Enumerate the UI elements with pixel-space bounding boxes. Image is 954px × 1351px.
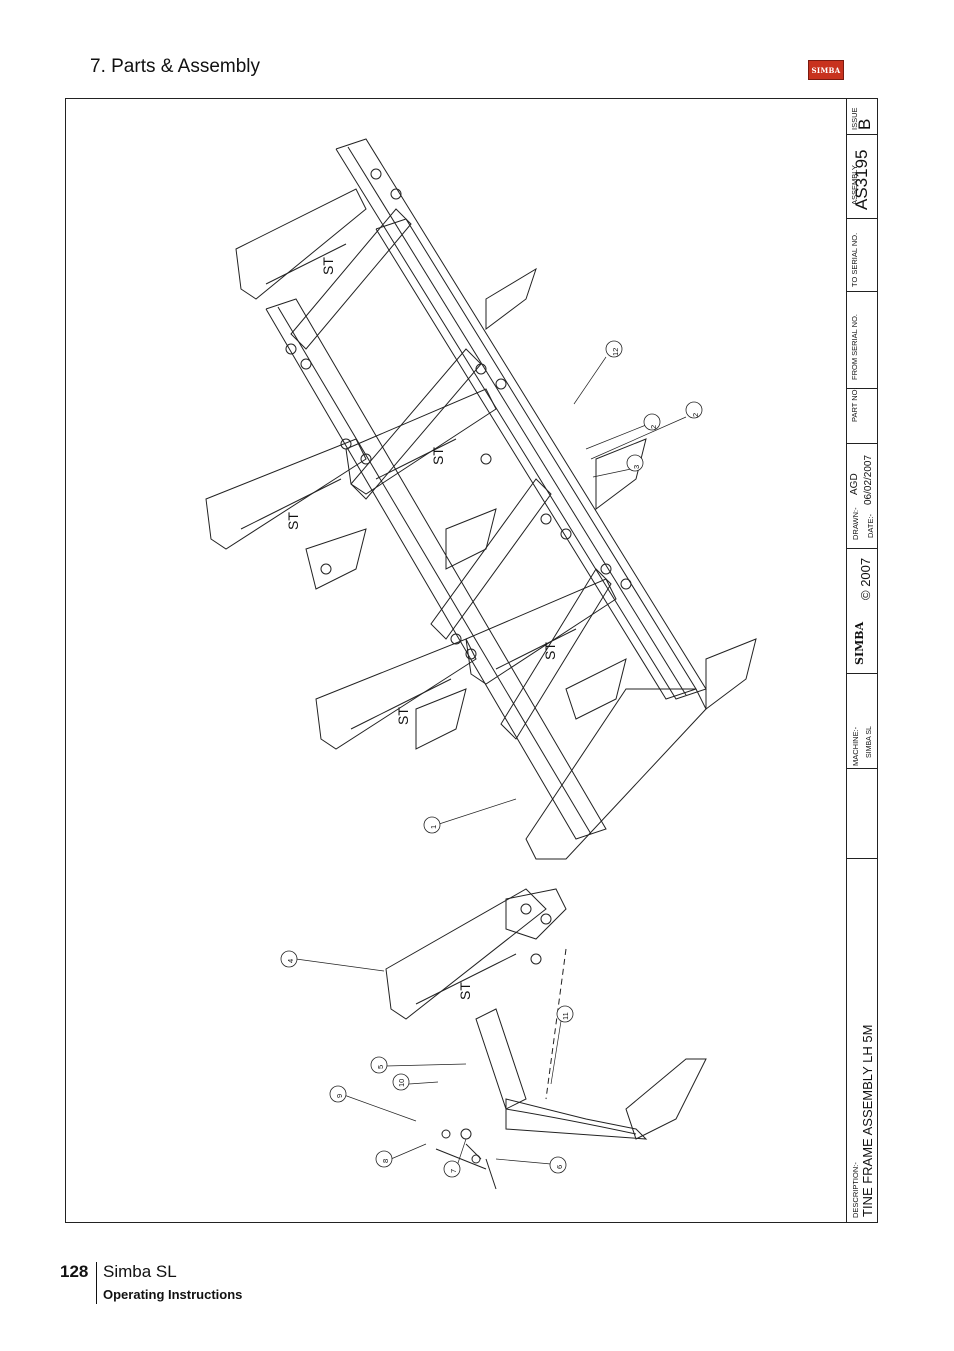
simba-logo: SIMBA xyxy=(808,60,844,80)
machine-value: SIMBA SL xyxy=(866,726,873,758)
title-block xyxy=(846,98,878,1223)
callout-12: 12 xyxy=(611,347,620,356)
tine-label: ST xyxy=(320,257,336,275)
leader-lines xyxy=(295,356,687,1170)
footer-subtitle: Operating Instructions xyxy=(103,1287,243,1302)
drawn-value: AGD xyxy=(849,473,860,495)
description-label: DESCRIPTION:- xyxy=(851,1162,860,1218)
footer-model: Simba SL xyxy=(103,1262,177,1281)
exploded-tine-assembly xyxy=(385,888,707,1190)
callout-circles xyxy=(280,340,703,1178)
part-no-label: PART NO. xyxy=(850,387,859,422)
callout-8: 8 xyxy=(381,1158,390,1163)
footer-divider xyxy=(96,1262,97,1304)
tine-label: ST xyxy=(285,512,301,530)
callout-7: 7 xyxy=(449,1168,458,1173)
section-title: 7. Parts & Assembly xyxy=(90,56,261,77)
description-value: TINE FRAME ASSEMBLY LH 5M xyxy=(860,1024,875,1217)
callout-2a: 2 xyxy=(649,424,658,429)
callout-3: 3 xyxy=(632,464,641,469)
assembly-value: AS3195 xyxy=(852,149,871,211)
callout-2b: 2 xyxy=(691,412,700,417)
copyright: © 2007 xyxy=(858,557,873,600)
callout-10: 10 xyxy=(397,1078,406,1087)
tine-label: ST xyxy=(542,642,558,660)
main-frame xyxy=(205,138,757,860)
tine-label: ST xyxy=(457,982,473,1000)
callout-1: 1 xyxy=(429,824,438,829)
callout-11: 11 xyxy=(561,1012,570,1020)
page-number: 128 xyxy=(60,1262,89,1281)
callout-4: 4 xyxy=(286,958,295,963)
from-serial-label: FROM SERIAL NO. xyxy=(850,314,859,380)
to-serial-label: TO SERIAL NO. xyxy=(850,232,859,287)
date-value: 06/02/2007 xyxy=(863,454,874,505)
drawn-label: DRAWN:- xyxy=(851,507,860,540)
callout-5: 5 xyxy=(376,1064,385,1069)
tine-label: ST xyxy=(395,707,411,725)
machine-label: MACHINE:- xyxy=(851,726,860,766)
callout-9: 9 xyxy=(335,1093,344,1098)
date-label: DATE:- xyxy=(866,513,875,538)
callout-6: 6 xyxy=(555,1164,564,1169)
drawing-frame xyxy=(65,98,878,1223)
simba-title-logo: SIMBA xyxy=(853,621,866,665)
issue-value: B xyxy=(855,118,874,130)
assembly-drawing xyxy=(205,138,757,1190)
tine-label: ST xyxy=(430,447,446,465)
